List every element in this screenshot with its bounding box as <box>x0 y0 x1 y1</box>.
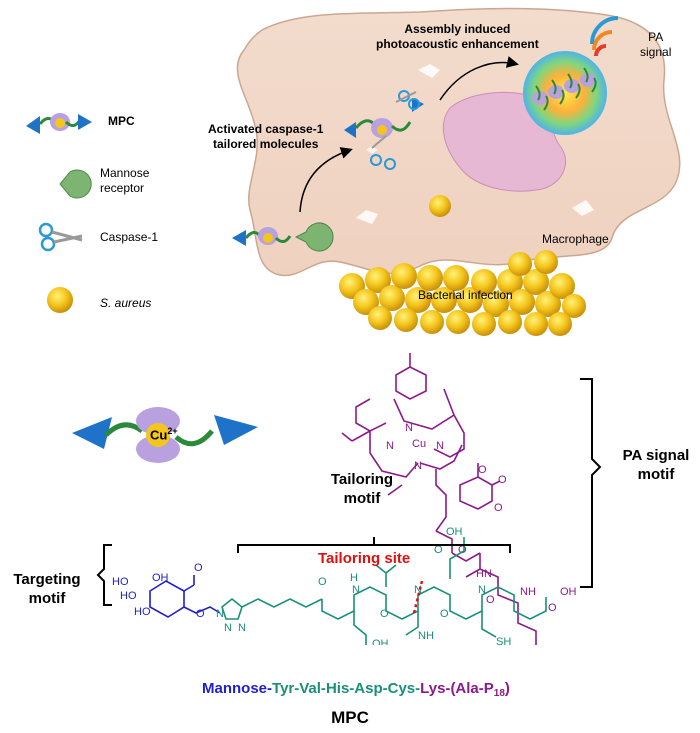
svg-text:NH: NH <box>418 630 434 642</box>
seq-tyr: Tyr- <box>272 680 300 697</box>
svg-text:O: O <box>194 562 203 574</box>
vesicle <box>572 200 594 216</box>
cu-charge: 2+ <box>167 426 178 436</box>
figure-title: MPC <box>331 708 369 727</box>
targeting-motif-label: Targeting motif <box>13 571 81 607</box>
cu-symbol: Cu <box>150 427 168 443</box>
sequence-line: Mannose-Tyr-Val-His-Asp-Cys-Lys-(Ala-P18… <box>202 680 510 699</box>
mpc-icon <box>72 407 258 463</box>
cu-atom: Cu <box>412 438 426 450</box>
svg-text:O: O <box>318 576 327 588</box>
legend-mannose-receptor-label: Mannose receptor <box>100 166 150 195</box>
svg-text:O: O <box>380 608 389 620</box>
targeting-bracket <box>96 544 112 606</box>
pa-signal-bracket <box>580 378 602 588</box>
porphyrin <box>341 353 537 645</box>
seq-close: ) <box>504 680 510 697</box>
mannose-receptor-legend-icon <box>59 169 92 199</box>
tailoring-motif-label: Tailoring motif <box>330 471 394 507</box>
seq-asp: Asp- <box>354 680 388 697</box>
schematic-canvas <box>26 7 681 336</box>
assembled-particle <box>532 67 597 111</box>
assembly-enhancement-label: Assembly induced photoacoustic enhanceme… <box>376 22 539 51</box>
svg-text:HO: HO <box>134 606 151 618</box>
legend-mpc-label: MPC <box>108 114 135 128</box>
pa-signal-motif-label: PA signal motif <box>622 447 690 483</box>
seq-mannose: Mannose- <box>202 680 273 697</box>
svg-text:HO: HO <box>120 590 137 602</box>
saureus-legend-icon <box>47 287 73 313</box>
mpc-icon-cu-label: Cu2+ <box>150 426 178 442</box>
svg-text:N: N <box>414 460 422 472</box>
svg-text:N: N <box>224 622 232 634</box>
bacteria-cluster <box>339 195 586 336</box>
vesicle <box>418 64 440 78</box>
caspase-legend-icon <box>38 222 83 252</box>
svg-text:OH: OH <box>152 572 169 584</box>
svg-text:O: O <box>458 544 467 556</box>
activated-caspase-label: Activated caspase-1 tailored molecules <box>208 122 324 151</box>
svg-text:HN: HN <box>476 568 492 580</box>
tailoring-site-label: Tailoring site <box>318 550 411 567</box>
svg-text:N: N <box>216 608 224 620</box>
svg-text:N: N <box>478 584 486 596</box>
seq-val: Val- <box>299 680 326 697</box>
svg-text:N: N <box>414 584 422 596</box>
macrophage-label: Macrophage <box>542 232 609 246</box>
infection-label: Bacterial infection <box>418 288 513 302</box>
svg-text:O: O <box>548 602 557 614</box>
tailored-molecule <box>344 90 424 170</box>
svg-text:O: O <box>434 544 443 556</box>
svg-text:N: N <box>238 622 246 634</box>
svg-text:O: O <box>498 474 507 486</box>
svg-text:N: N <box>352 584 360 596</box>
arrow-to-tailored <box>299 147 353 213</box>
mpc-binding <box>232 222 334 252</box>
svg-text:O: O <box>478 464 487 476</box>
seq-ala: (Ala-P <box>450 680 494 697</box>
svg-text:OH: OH <box>560 586 577 598</box>
tailoring-bracket <box>237 537 511 553</box>
seq-his: His- <box>325 680 355 697</box>
svg-text:O: O <box>440 608 449 620</box>
svg-text:O: O <box>196 608 205 620</box>
structure-canvas: N Cu N N N O O O O HN O NH OH O HO HO HO… <box>72 353 602 645</box>
svg-text:H: H <box>350 572 358 584</box>
svg-text:N: N <box>436 440 444 452</box>
pa-signal-waves <box>590 16 619 57</box>
svg-text:N: N <box>405 422 413 434</box>
svg-text:SH: SH <box>496 636 511 645</box>
mannose <box>149 575 221 618</box>
svg-text:O: O <box>486 594 495 606</box>
pa-signal-label: PA signal <box>640 30 672 59</box>
legend-saureus-label: S. aureus <box>100 296 152 310</box>
svg-text:N: N <box>386 440 394 452</box>
seq-cys: Cys- <box>387 680 421 697</box>
svg-text:O: O <box>494 502 503 514</box>
seq-lys: Lys- <box>420 680 451 697</box>
svg-text:HO: HO <box>112 576 129 588</box>
svg-text:NH: NH <box>520 586 536 598</box>
seq-sub: 18 <box>493 688 505 699</box>
vesicle <box>366 146 378 154</box>
vesicle <box>356 210 378 224</box>
mpc-legend-icon <box>26 113 92 134</box>
svg-text:OH: OH <box>446 526 463 538</box>
arrow-to-assembly <box>439 56 519 101</box>
svg-text:OH: OH <box>372 638 389 645</box>
legend-caspase-label: Caspase-1 <box>100 230 159 244</box>
